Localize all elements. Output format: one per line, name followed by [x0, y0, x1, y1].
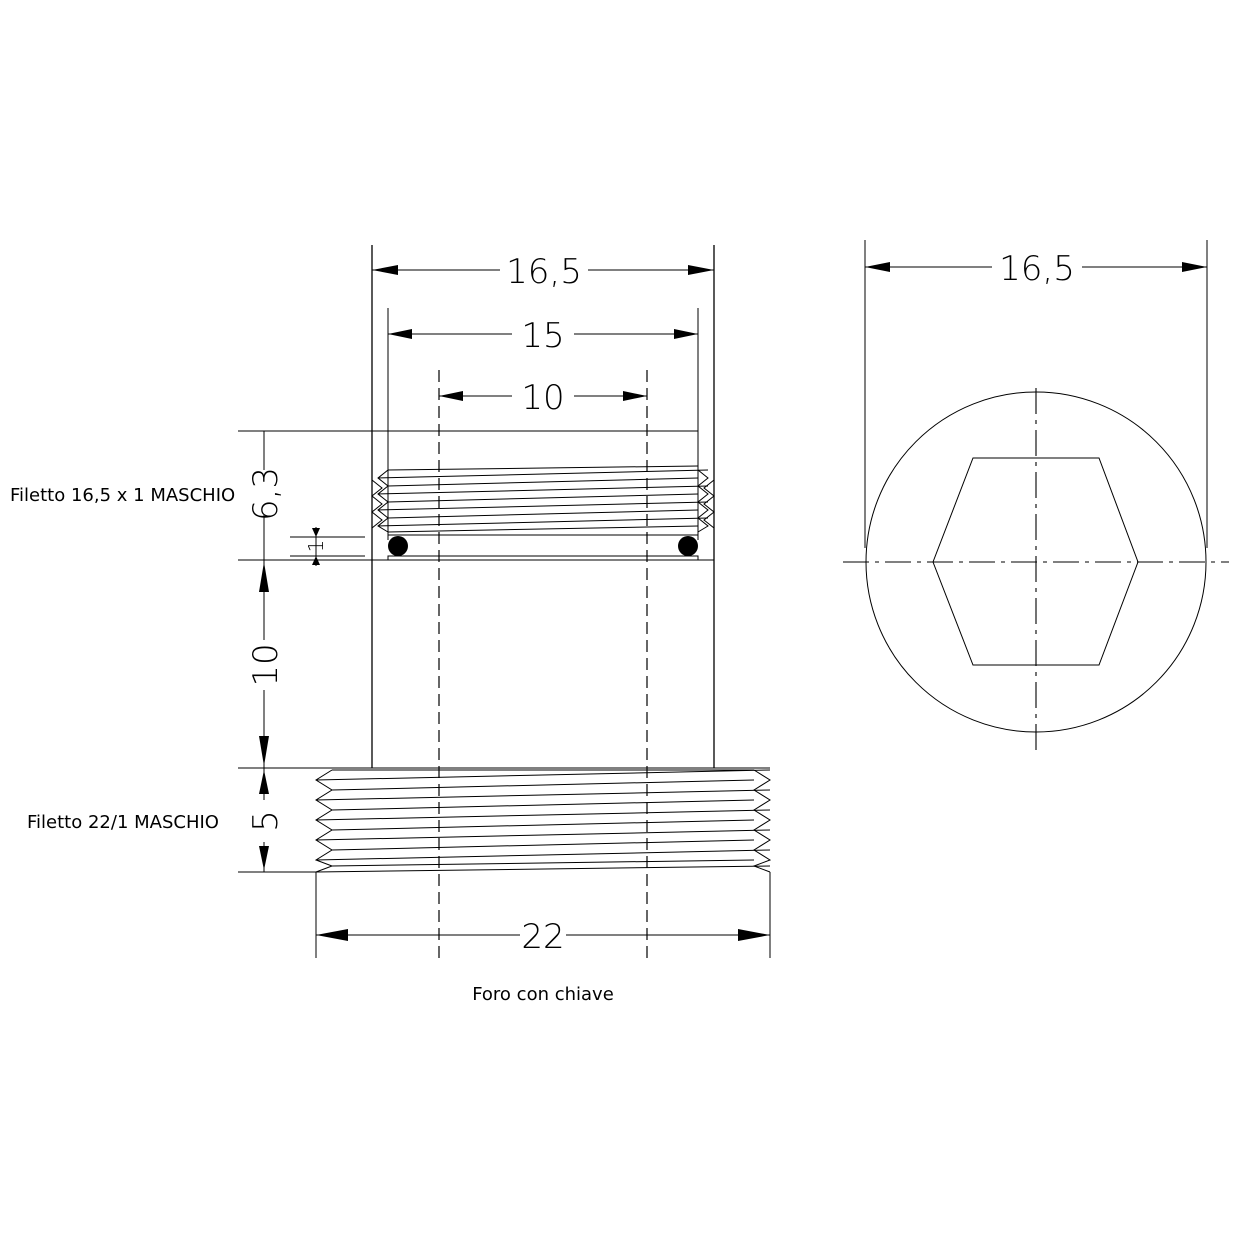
o-ring-left [388, 536, 408, 556]
dim-bottom-thread-height-label: 5 [246, 810, 286, 832]
dim-groove-label: 1 [304, 540, 328, 553]
dim-hole-width: 10 [439, 378, 647, 418]
dim-side-diameter: 16,5 [865, 249, 1207, 289]
dim-top-width-label: 16,5 [506, 252, 582, 292]
dim-body-height: 10 [246, 560, 286, 768]
lower-thread [314, 769, 772, 873]
groove-seat [387, 555, 699, 561]
dim-groove: 1 [304, 527, 328, 566]
upper-thread [371, 465, 715, 533]
dim-thread-height-label: 6,3 [246, 467, 286, 521]
caption: Foro con chiave [472, 984, 614, 1005]
dim-thread-width-label: 15 [521, 316, 564, 356]
dim-side-diameter-label: 16,5 [999, 249, 1075, 289]
upper-thread-label: Filetto 16,5 x 1 MASCHIO [10, 485, 235, 506]
lower-thread-label: Filetto 22/1 MASCHIO [27, 812, 219, 833]
dim-top-width: 16,5 [372, 252, 714, 292]
dim-bottom-width: 22 [316, 917, 770, 957]
dim-bottom-thread-height: 5 [246, 768, 286, 872]
side-view: 16,5 [843, 240, 1229, 752]
o-ring-right [678, 536, 698, 556]
dim-hole-width-label: 10 [521, 378, 564, 418]
dim-bottom-width-label: 22 [521, 917, 564, 957]
dim-thread-width: 15 [388, 316, 698, 356]
dim-thread-height: 6,3 [246, 431, 286, 560]
dim-body-height-label: 10 [246, 643, 286, 686]
front-view: 16,5 15 10 22 [10, 245, 772, 1005]
